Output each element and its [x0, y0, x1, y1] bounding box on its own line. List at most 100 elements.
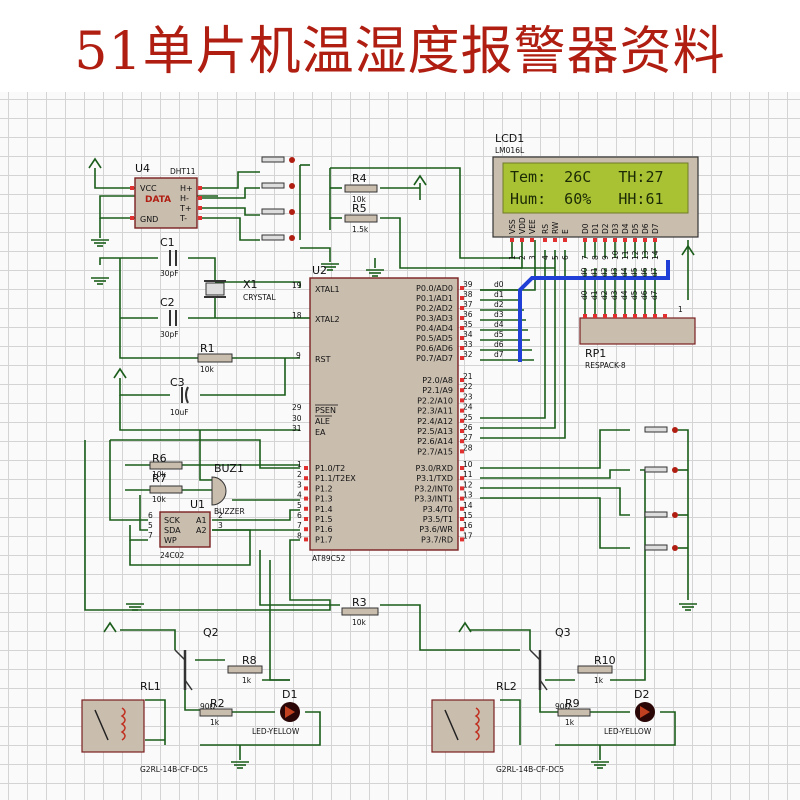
u2-pin-number: 35 — [463, 320, 473, 329]
u2-pin-marker — [460, 486, 464, 491]
u2-pin-marker — [460, 326, 464, 330]
bus-label-rp1: d4 — [620, 290, 629, 300]
relay-rl1: RL1 G2RL-14B-CF-DC5 — [81, 680, 208, 774]
u2-pin-number: 7 — [297, 521, 302, 530]
u4-part: DHT11 — [170, 167, 196, 176]
rl1-value: G2RL-14B-CF-DC5 — [140, 765, 208, 774]
u2-pin-label: P0.1/AD1 — [416, 294, 453, 303]
u2-pin-number: 13 — [463, 491, 473, 500]
bus-label: d2 — [494, 300, 504, 309]
u4-pin-h-plus: H+ — [180, 184, 193, 193]
u2-pin-label: P1.3 — [315, 495, 333, 504]
u2-pin-marker — [460, 378, 464, 382]
u2-pin-marker — [460, 418, 464, 423]
lcd-pin-number: 12 — [631, 250, 640, 260]
u2-pin-marker — [304, 476, 308, 481]
rp1-part: RESPACK-8 — [585, 361, 626, 370]
u2-pin-label: P0.0/AD0 — [416, 284, 453, 293]
u4-body — [134, 177, 198, 229]
u1-ref: U1 — [190, 498, 205, 511]
u2-pin-number: 32 — [463, 350, 473, 359]
c1-ref: C1 — [160, 236, 175, 249]
u2-pin-label: P1.5 — [315, 515, 333, 524]
bus-label: d5 — [494, 330, 504, 339]
u2-pin-label: P3.5/T1 — [423, 515, 453, 524]
bus-label-top: d5 — [630, 267, 639, 277]
c1-value: 30pF — [160, 269, 179, 278]
r8-ref: R8 — [242, 654, 257, 667]
u2-pin-marker — [460, 496, 464, 501]
u2-body — [309, 277, 459, 551]
lcd-pin-label: RS — [541, 224, 550, 234]
u4-gnd: GND — [140, 215, 158, 224]
u2-pin-marker — [460, 296, 464, 300]
d1-value: LED-YELLOW — [252, 727, 300, 736]
lcd-pin-label: E — [561, 229, 570, 234]
u4-ref: U4 — [135, 162, 150, 175]
u2-pin-number: 39 — [463, 280, 473, 289]
lcd-pin-number: 11 — [621, 250, 630, 260]
led-d1: D1 LED-YELLOW — [252, 688, 300, 736]
rp1-ref: RP1 — [585, 347, 606, 360]
lcd-pin-number: 7 — [581, 255, 590, 260]
dht11-sensor: U4 DHT11 VCC DATA GND H+ H- T+ T- — [130, 162, 202, 229]
u2-xtal1-num: 19 — [292, 281, 302, 290]
u4-pin-t-plus: T+ — [179, 204, 192, 213]
lcd-module: LCD1 LM016L Tem: 26C TH:27 Hum: 60% HH:6… — [492, 132, 699, 260]
u2-pin-number: 3 — [297, 480, 302, 489]
bus-label-rp1: d0 — [580, 290, 589, 300]
u2-pin-marker — [460, 356, 464, 360]
r9-extra: 90Ω — [555, 702, 571, 711]
u2-xtal2: XTAL2 — [315, 315, 340, 324]
u2-pin-marker — [460, 429, 464, 433]
resistor-r2: R2 90Ω 1k — [199, 697, 233, 727]
u2-pin-marker — [460, 506, 464, 511]
x1-value: CRYSTAL — [243, 293, 276, 302]
u1-pin-a1: A1 — [196, 516, 207, 525]
lcd-ref: LCD1 — [495, 132, 524, 145]
lcd-pin-number: 2 — [518, 255, 527, 260]
lcd-pin-label: D5 — [631, 223, 640, 234]
u4-pin-h-minus: H- — [180, 194, 189, 203]
lcd-pin-marker — [530, 238, 534, 242]
bus-label-top: d0 — [580, 267, 589, 277]
lcd-pin-number: 8 — [591, 255, 600, 260]
rl2-value: G2RL-14B-CF-DC5 — [496, 765, 564, 774]
u2-pin-label: P2.4/A12 — [417, 417, 453, 426]
u2-pin-marker — [460, 439, 464, 444]
buz1-value: BUZZER — [214, 507, 245, 516]
r3-ref: R3 — [352, 596, 367, 609]
u2-pin-marker — [460, 286, 464, 290]
bus-label-top: d2 — [600, 267, 609, 277]
resistor-r1: R1 10k — [197, 342, 233, 374]
u2-pin-number: 4 — [297, 491, 302, 500]
u2-part: AT89C52 — [312, 554, 346, 563]
r5-ref: R5 — [352, 202, 367, 215]
u2-pin-marker — [460, 346, 464, 350]
u2-pin-label: P1.4 — [315, 505, 333, 514]
r10-ref: R10 — [594, 654, 616, 667]
u2-pin-marker — [304, 466, 308, 470]
u2-pin-label: P1.1/T2EX — [315, 474, 356, 483]
lcd-pin-marker — [613, 238, 617, 242]
lcd-pin-label: VDD — [518, 217, 527, 234]
u2-pin-marker — [460, 517, 464, 521]
u2-psen: PSEN — [315, 406, 336, 415]
lcd-pin-label: VEE — [528, 219, 537, 234]
rp1-pin-marker — [653, 314, 657, 318]
r5-value: 1.5k — [352, 225, 369, 234]
lcd-pin-label: D1 — [591, 223, 600, 234]
u2-pin-label: P3.0/RXD — [416, 464, 453, 473]
u2-pin-marker — [304, 527, 308, 532]
bus-label-rp1: d2 — [600, 290, 609, 300]
u2-pin-marker — [304, 537, 308, 542]
u2-pin-marker — [460, 476, 464, 481]
u2-pin-label: P2.6/A14 — [417, 437, 453, 446]
u2-pin-marker — [304, 517, 308, 521]
u1-pin-a2: A2 — [196, 526, 207, 535]
buz1-ref: BUZ1 — [214, 462, 244, 475]
transistor-q3: Q3 — [529, 626, 571, 691]
u2-pin-marker — [460, 408, 464, 413]
bus-label: d4 — [494, 320, 504, 329]
r9-ref: R9 — [565, 697, 580, 710]
